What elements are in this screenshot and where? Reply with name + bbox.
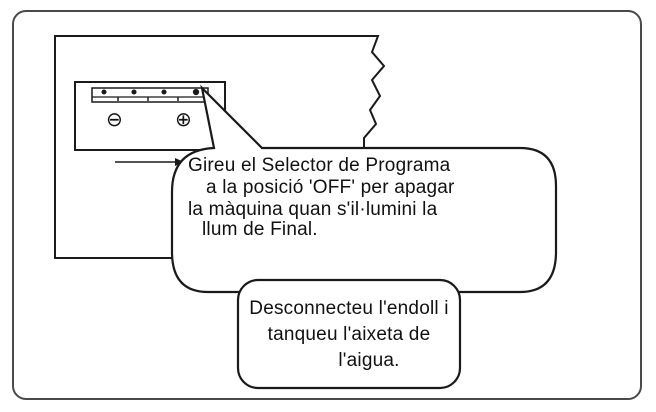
callout-primary-line-4: llum de Final.: [202, 219, 318, 240]
callout-secondary-line-1: Desconnecteu l'endoll i: [249, 298, 449, 319]
callout-secondary-line-3: l'aigua.: [338, 350, 400, 371]
callout-bubble-secondary: [236, 278, 462, 390]
callout-bubble-primary: [170, 84, 558, 294]
callout-primary-line-2: a la posició 'OFF' per apagar: [206, 177, 455, 198]
callout-primary-text: Gireu el Selector de Programa a la posic…: [188, 155, 455, 239]
panel-minus-symbol: ⊖: [106, 107, 123, 131]
program-selector-scale: [91, 87, 209, 103]
callout-secondary-line-2: tanqueu l'aixeta de: [267, 324, 431, 345]
callout-primary-line-1: Gireu el Selector de Programa: [188, 155, 451, 176]
scale-ticks: [101, 88, 200, 101]
callout-primary-line-3: la màquina quan s'il·lumini la: [188, 199, 438, 220]
callout-secondary-text: Desconnecteu l'endoll i tanqueu l'aixeta…: [238, 296, 460, 374]
panel-plus-symbol: ⊕: [175, 107, 192, 131]
